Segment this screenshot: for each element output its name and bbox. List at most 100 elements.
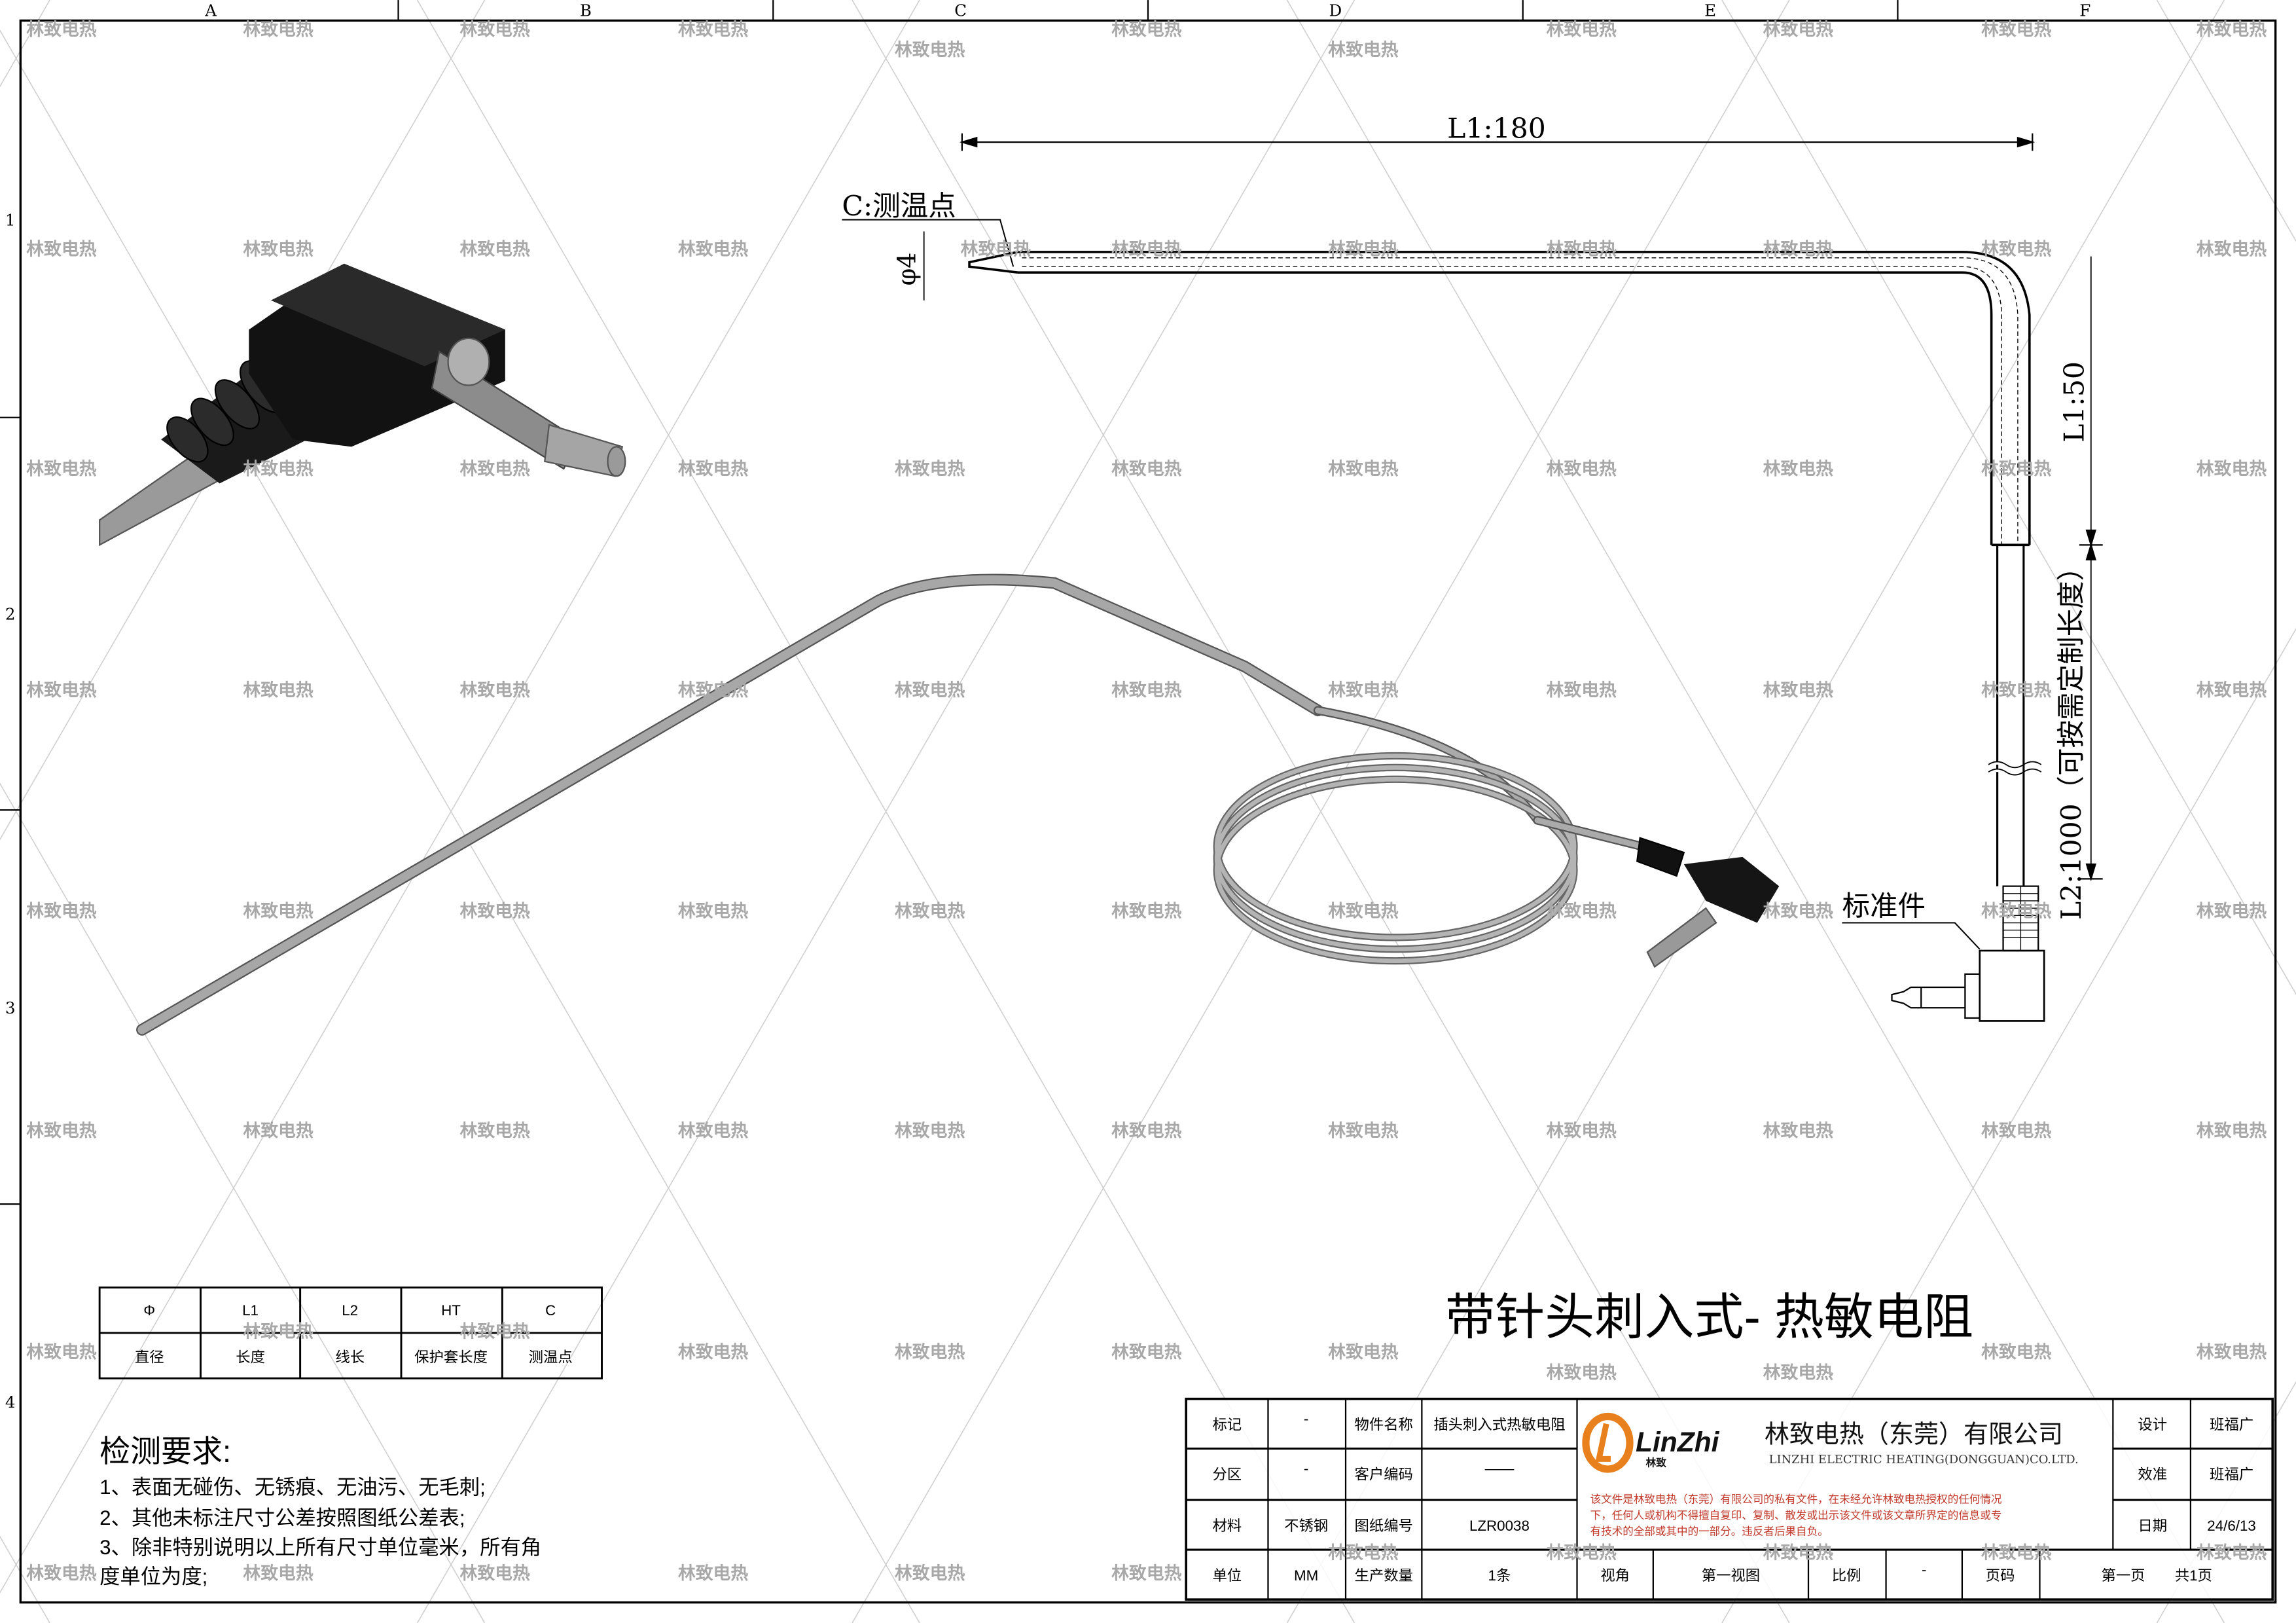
grid-col-label: C — [954, 1, 967, 20]
watermark-text: 林致电热 — [243, 238, 313, 259]
watermark-text: 林致电热 — [1981, 1542, 2051, 1563]
watermark-text: 林致电热 — [895, 458, 965, 479]
table-cell: 直径 — [135, 1349, 164, 1366]
watermark-text: 林致电热 — [2197, 458, 2267, 479]
requirement-item: 3、除非特别说明以上所有尺寸单位毫米，所有角 — [99, 1536, 541, 1559]
watermark-text: 林致电热 — [961, 238, 1031, 259]
watermark-text: 林致电热 — [1328, 238, 1398, 259]
tb-customer-code-label: 客户编码 — [1354, 1467, 1412, 1483]
tb-quantity-value: 1条 — [1488, 1567, 1511, 1584]
probe-point-label: C:测温点 — [842, 191, 956, 223]
logo-subtext: 林致 — [1646, 1457, 1667, 1469]
watermark-text: 林致电热 — [678, 901, 748, 922]
watermark-text: 林致电热 — [895, 1120, 965, 1141]
watermark-text: 林致电热 — [1111, 458, 1181, 479]
watermark-text: 林致电热 — [1763, 1120, 1833, 1141]
watermark-text: 林致电热 — [2197, 238, 2267, 259]
tb-design-value: 班福广 — [2210, 1417, 2253, 1433]
watermark-text: 林致电热 — [1328, 1120, 1398, 1141]
tb-check-label: 效准 — [2138, 1467, 2167, 1483]
diameter-dimension: φ4 — [892, 253, 921, 286]
watermark-text: 林致电热 — [1547, 19, 1617, 40]
watermark-text: 林致电热 — [1547, 238, 1617, 259]
watermark-text: 林致电热 — [243, 19, 313, 40]
watermark-text: 林致电热 — [895, 39, 965, 60]
watermark-text: 林致电热 — [460, 19, 530, 40]
confidentiality-notice: 下，任何人或机构不得擅自复印、复制、散发或出示该文件或该文章所界定的信息或专 — [1590, 1509, 2002, 1522]
watermark-text: 林致电热 — [1111, 19, 1181, 40]
watermark-text: 林致电热 — [1111, 1563, 1181, 1584]
watermark-text: 林致电热 — [26, 901, 96, 922]
tb-drawing-no-value: LZR0038 — [1469, 1518, 1530, 1534]
logo-wordmark: LinZhi — [1636, 1427, 1720, 1458]
watermark-text: 林致电热 — [1547, 901, 1617, 922]
watermark-text: 林致电热 — [1328, 901, 1398, 922]
watermark-text: 林致电热 — [678, 458, 748, 479]
requirement-item: 1、表面无碰伤、无锈痕、无油污、无毛刺; — [99, 1476, 486, 1499]
grid-row-label: 2 — [5, 604, 16, 623]
pattern-line — [0, 0, 486, 841]
tb-view-label: 视角 — [1600, 1567, 1630, 1584]
watermark-text: 林致电热 — [678, 238, 748, 259]
dimension-l1-vertical: L1:50 — [2059, 361, 2091, 443]
watermark-text: 林致电热 — [1981, 1120, 2051, 1141]
watermark-text: 林致电热 — [26, 1341, 96, 1362]
tb-total-pages: 共1页 — [2175, 1567, 2212, 1584]
tb-quantity-label: 生产数量 — [1354, 1567, 1412, 1584]
watermark-text: 林致电热 — [1111, 1341, 1181, 1362]
tb-unit-value: MM — [1294, 1567, 1318, 1584]
watermark-text: 林致电热 — [243, 1120, 313, 1141]
company-logo: LinZhi 林致 — [1582, 1412, 1720, 1473]
watermark-text: 林致电热 — [678, 19, 748, 40]
title-block: 标记 - 物件名称 插头刺入式热敏电阻 分区 - 客户编码 —— 材料 不锈钢 … — [1185, 1397, 2274, 1601]
tb-material-label: 材料 — [1212, 1518, 1242, 1534]
table-header: L2 — [342, 1302, 358, 1319]
pattern-line — [1286, 0, 2225, 1623]
watermark-text: 林致电热 — [1981, 680, 2051, 701]
grid-row-label: 1 — [5, 211, 16, 230]
confidentiality-notice: 该文件是林致电热（东莞）有限公司的私有文件，在未经允许林致电热授权的任何情况 — [1590, 1493, 2002, 1505]
watermark-text: 林致电热 — [895, 901, 965, 922]
tb-zone-label: 分区 — [1212, 1467, 1242, 1483]
watermark-text: 林致电热 — [1981, 1341, 2051, 1362]
watermark-text: 林致电热 — [1763, 458, 1833, 479]
watermark-text: 林致电热 — [1763, 1542, 1833, 1563]
pattern-line — [852, 0, 1790, 1623]
watermark-text: 林致电热 — [243, 1321, 313, 1342]
watermark-text: 林致电热 — [1547, 1362, 1617, 1383]
watermark-text: 林致电热 — [1328, 680, 1398, 701]
watermark-text: 林致电热 — [243, 680, 313, 701]
requirements-title: 检测要求: — [99, 1434, 231, 1468]
tb-date-value: 24/6/13 — [2207, 1518, 2256, 1534]
tb-drawing-no-label: 图纸编号 — [1354, 1518, 1412, 1534]
pattern-line — [416, 0, 1355, 1623]
table-cell: 长度 — [236, 1349, 265, 1366]
pattern-line — [0, 0, 920, 1594]
grid-col-label: F — [2079, 1, 2090, 20]
table-header: Φ — [143, 1302, 155, 1319]
watermark-text: 林致电热 — [1763, 901, 1833, 922]
standard-part-label: 标准件 — [1842, 890, 1926, 922]
watermark-text: 林致电热 — [460, 680, 530, 701]
parameter-table: Φ L1 L2 HT C 直径 长度 线长 保护套长度 测温点 — [98, 1286, 603, 1379]
watermark-text: 林致电热 — [26, 1120, 96, 1141]
watermark-text: 林致电热 — [460, 1321, 530, 1342]
watermark-text: 林致电热 — [460, 1563, 530, 1584]
watermark-text: 林致电热 — [1547, 458, 1617, 479]
watermark-text: 林致电热 — [1328, 1341, 1398, 1362]
watermark-text: 林致电热 — [243, 901, 313, 922]
watermark-text: 林致电热 — [460, 458, 530, 479]
watermark-text: 林致电热 — [1328, 1542, 1398, 1563]
confidentiality-notice: 有技术的全部或其中的一部分。违反者后果自负。 — [1590, 1525, 1829, 1538]
watermark-text: 林致电热 — [460, 901, 530, 922]
tb-unit-label: 单位 — [1212, 1567, 1242, 1584]
watermark-text: 林致电热 — [2197, 19, 2267, 40]
watermark-text: 林致电热 — [678, 680, 748, 701]
watermark-text: 林致电热 — [678, 1563, 748, 1584]
watermark-text: 林致电热 — [1111, 680, 1181, 701]
requirement-item: 度单位为度; — [99, 1565, 207, 1588]
watermark-text: 林致电热 — [1547, 1120, 1617, 1141]
tb-page-value: 第一页 — [2101, 1567, 2145, 1584]
watermark-text: 林致电热 — [1981, 901, 2051, 922]
